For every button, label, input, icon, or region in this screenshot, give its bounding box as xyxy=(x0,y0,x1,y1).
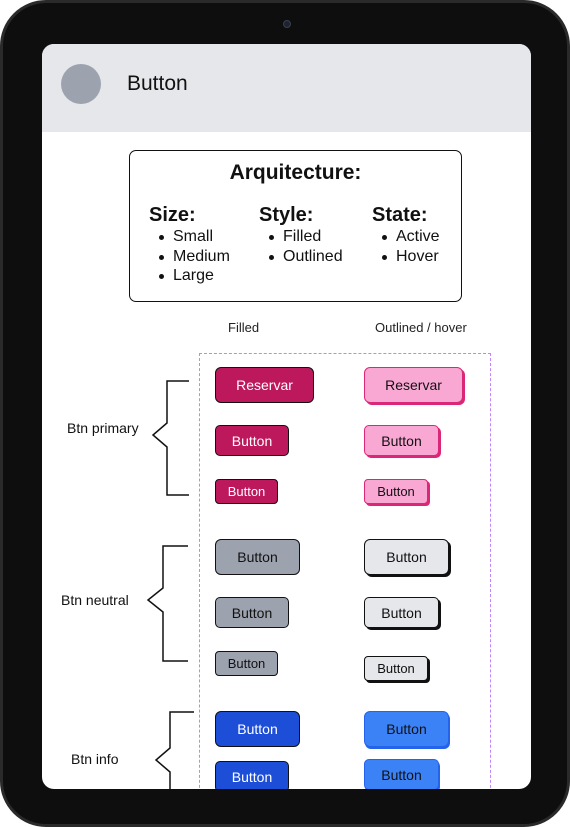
group-label-info: Btn info xyxy=(71,751,119,767)
style-column: Style: Filled Outlined xyxy=(259,204,343,266)
list-item: Outlined xyxy=(267,247,343,267)
list-item: Small xyxy=(157,227,230,247)
brace-icon xyxy=(151,380,189,496)
list-item: Active xyxy=(380,227,440,247)
group-label-primary: Btn primary xyxy=(67,420,139,436)
neutral-filled-large-button[interactable]: Button xyxy=(215,539,300,575)
style-list: Filled Outlined xyxy=(259,227,343,266)
neutral-outlined-large-button[interactable]: Button xyxy=(364,539,449,575)
info-filled-large-button[interactable]: Button xyxy=(215,711,300,747)
screen: Button Arquitecture: Size: Small Medium … xyxy=(42,44,531,789)
architecture-card: Arquitecture: Size: Small Medium Large S… xyxy=(129,150,462,302)
primary-outlined-large-button[interactable]: Reservar xyxy=(364,367,463,403)
app-bar: Button xyxy=(42,44,531,132)
group-label-neutral: Btn neutral xyxy=(61,592,129,608)
list-item: Hover xyxy=(380,247,440,267)
size-heading: Size: xyxy=(149,204,196,226)
size-list: Small Medium Large xyxy=(149,227,230,286)
info-outlined-large-button[interactable]: Button xyxy=(364,711,449,747)
page-title: Button xyxy=(127,72,188,95)
info-filled-medium-button[interactable]: Button xyxy=(215,761,289,789)
primary-outlined-small-button[interactable]: Button xyxy=(364,479,428,504)
style-heading: Style: xyxy=(259,204,314,226)
neutral-outlined-medium-button[interactable]: Button xyxy=(364,597,439,628)
architecture-title: Arquitecture: xyxy=(229,161,362,184)
state-column: State: Active Hover xyxy=(372,204,440,266)
list-item: Medium xyxy=(157,247,230,267)
outlined-column-label: Outlined / hover xyxy=(375,320,467,335)
neutral-filled-medium-button[interactable]: Button xyxy=(215,597,289,628)
brace-icon xyxy=(154,711,194,789)
list-item: Large xyxy=(157,266,230,286)
avatar[interactable] xyxy=(61,64,101,104)
buttons-frame xyxy=(199,353,491,789)
state-list: Active Hover xyxy=(372,227,440,266)
primary-outlined-medium-button[interactable]: Button xyxy=(364,425,439,456)
primary-filled-medium-button[interactable]: Button xyxy=(215,425,289,456)
filled-column-label: Filled xyxy=(228,320,260,335)
primary-filled-small-button[interactable]: Button xyxy=(215,479,278,504)
camera-icon xyxy=(283,20,291,28)
neutral-filled-small-button[interactable]: Button xyxy=(215,651,278,676)
size-column: Size: Small Medium Large xyxy=(149,204,230,286)
neutral-outlined-small-button[interactable]: Button xyxy=(364,656,428,681)
primary-filled-large-button[interactable]: Reservar xyxy=(215,367,314,403)
list-item: Filled xyxy=(267,227,343,247)
state-heading: State: xyxy=(372,204,428,226)
info-outlined-medium-button[interactable]: Button xyxy=(364,759,439,789)
brace-icon xyxy=(146,545,188,662)
